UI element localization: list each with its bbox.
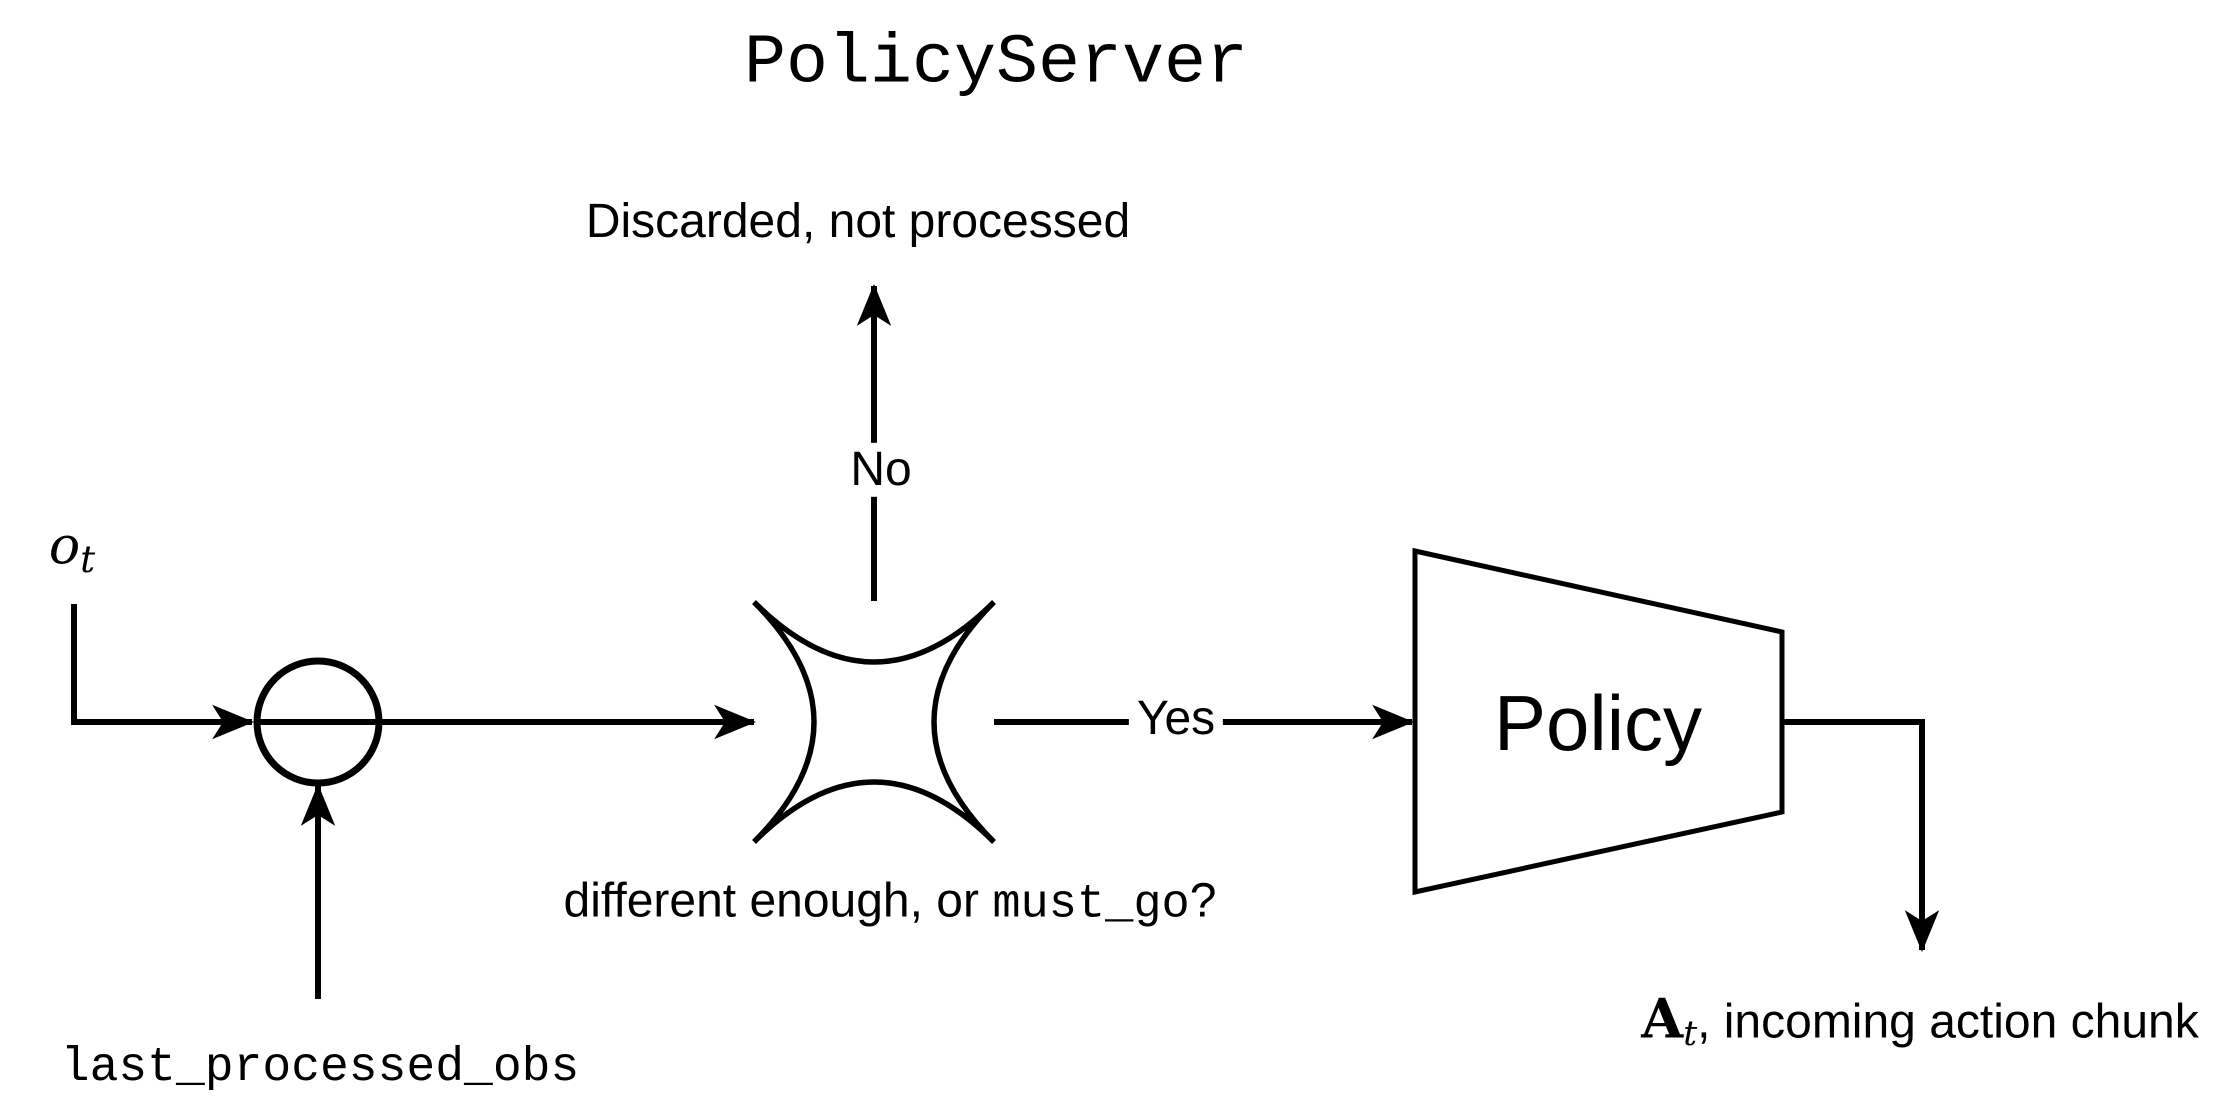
decision-suffix: ?: [1189, 874, 1217, 928]
decision-label: different enough, or must_go?: [563, 874, 1217, 932]
decision-code: must_go: [992, 878, 1190, 932]
observation-input-arrow: [71, 604, 255, 740]
action-subscript: t: [1683, 1013, 1698, 1054]
observation-subscript: t: [80, 536, 96, 581]
page-title: PolicyServer: [743, 24, 1249, 104]
no-label: No: [842, 442, 920, 498]
decision-node: [752, 600, 996, 844]
observation-label: ot: [48, 516, 95, 578]
action-chunk-label: At, incoming action chunk: [1641, 990, 2199, 1052]
policy-label: Policy: [1493, 679, 1703, 768]
action-symbol: A: [1641, 986, 1684, 1051]
discarded-label: Discarded, not processed: [585, 194, 1131, 248]
last-processed-obs-label: last_processed_obs: [60, 1040, 580, 1095]
yes-label: Yes: [1128, 691, 1224, 747]
observation-symbol: o: [48, 516, 81, 577]
decision-prefix: different enough, or: [563, 874, 993, 928]
action-output-arrow: [1782, 719, 1940, 953]
policy-node: [1412, 547, 1785, 896]
action-suffix: , incoming action chunk: [1697, 995, 2199, 1049]
